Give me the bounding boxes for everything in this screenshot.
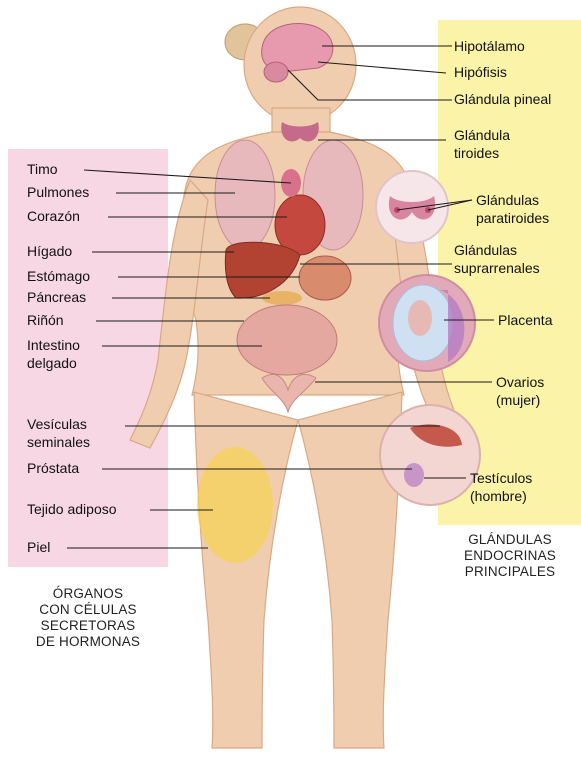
stomach-shape <box>299 256 351 300</box>
label-testiculos-1: Testículos <box>470 470 532 487</box>
label-intestino-2: delgado <box>27 355 77 372</box>
label-higado: Hígado <box>27 243 72 260</box>
label-suprarrenales-2: suprarrenales <box>454 260 540 277</box>
testicles-inset <box>380 405 480 505</box>
left-caption: ÓRGANOS CON CÉLULAS SECRETORAS DE HORMON… <box>14 586 162 650</box>
label-testiculos-2: (hombre) <box>470 488 527 505</box>
label-placenta: Placenta <box>498 312 552 329</box>
label-ovarios-2: (mujer) <box>496 392 540 409</box>
label-vesiculas-1: Vesículas <box>27 416 87 433</box>
label-tiroides-1: Glándula <box>454 127 510 144</box>
intestines-shape <box>237 305 337 375</box>
label-pulmones: Pulmones <box>27 184 89 201</box>
label-prostata: Próstata <box>27 460 79 477</box>
label-timo: Timo <box>27 161 58 178</box>
right-caption-line-2: ENDOCRINAS <box>446 548 574 564</box>
label-paratiroides-1: Glándulas <box>476 192 539 209</box>
label-rinon: Riñón <box>27 312 64 329</box>
label-tejido: Tejido adiposo <box>27 501 117 518</box>
left-caption-line-2: CON CÉLULAS <box>14 602 162 618</box>
right-caption-line-3: PRINCIPALES <box>446 564 574 580</box>
label-paratiroides-2: paratiroides <box>476 210 549 227</box>
cerebellum-shape <box>264 62 288 82</box>
label-suprarrenales-1: Glándulas <box>454 242 517 259</box>
label-vesiculas-2: seminales <box>27 434 90 451</box>
label-pancreas: Páncreas <box>27 289 86 306</box>
left-caption-line-4: DE HORMONAS <box>14 634 162 650</box>
label-intestino-1: Intestino <box>27 337 80 354</box>
label-corazon: Corazón <box>27 208 80 225</box>
lungs-left-shape <box>215 140 275 250</box>
label-pineal: Glándula pineal <box>454 91 551 108</box>
right-caption: GLÁNDULAS ENDOCRINAS PRINCIPALES <box>446 532 574 580</box>
label-piel: Piel <box>27 539 50 556</box>
left-caption-line-3: SECRETORAS <box>14 618 162 634</box>
label-ovarios-1: Ovarios <box>496 374 544 391</box>
label-tiroides-2: tiroides <box>454 145 499 162</box>
label-hipofisis: Hipófisis <box>454 64 507 81</box>
adipose-tissue-highlight <box>197 447 273 563</box>
label-hipotalamo: Hipotálamo <box>454 38 525 55</box>
label-estomago: Estómago <box>27 268 90 285</box>
left-caption-line-1: ÓRGANOS <box>14 586 162 602</box>
right-caption-line-1: GLÁNDULAS <box>446 532 574 548</box>
